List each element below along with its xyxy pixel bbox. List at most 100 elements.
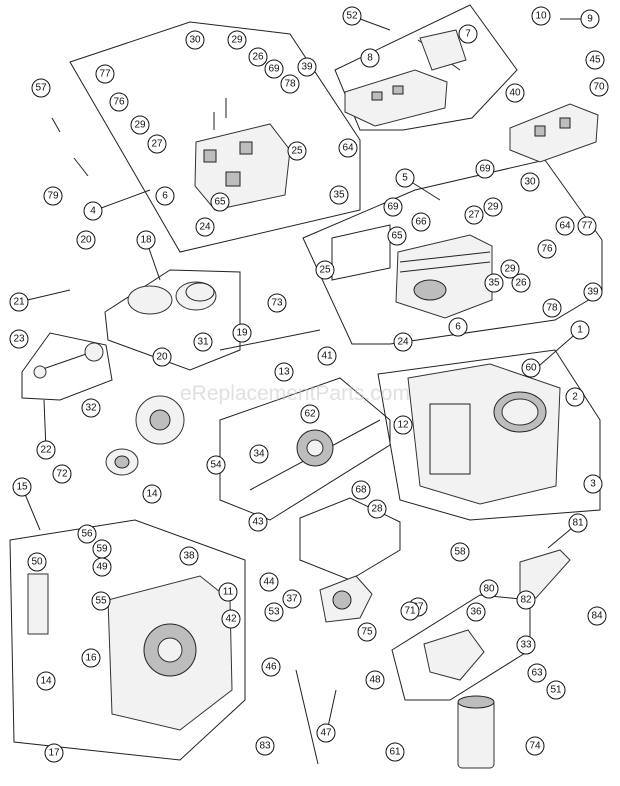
callout-circle [297,57,317,77]
callout-66: 66 [411,212,431,232]
callout-79: 79 [43,186,63,206]
callout-12: 12 [393,415,413,435]
callout-number: 77 [99,69,111,80]
callout-number: 22 [40,445,52,456]
callout-number: 6 [455,322,461,333]
callout-number: 9 [587,14,593,25]
callout-circle [580,9,600,29]
callout-6: 6 [155,186,175,206]
callout-number: 26 [515,278,527,289]
callout-19: 19 [232,323,252,343]
callout-27: 27 [147,134,167,154]
callout-number: 48 [369,675,381,686]
callout-number: 64 [559,221,571,232]
callout-number: 8 [367,53,373,64]
callout-16: 16 [81,648,101,668]
callout-circle [479,579,499,599]
callout-number: 36 [470,607,482,618]
callout-84: 84 [587,606,607,626]
callout-number: 73 [271,298,283,309]
callout-circle [9,329,29,349]
callout-circle [210,192,230,212]
callout-number: 19 [236,328,248,339]
piston [127,281,217,315]
callout-circle [357,622,377,642]
callout-number: 18 [140,235,152,246]
callout-number: 62 [304,409,316,420]
callout-circle [484,273,504,293]
callout-circle [255,736,275,756]
crankcase-section [377,349,601,521]
callout-18: 18 [136,230,156,250]
dipstick [295,669,337,765]
callout-circle [527,663,547,683]
callout-circle [555,216,575,236]
callout-number: 23 [13,334,25,345]
callout-layer: 1234566789101112131414151617181920202122… [9,6,609,763]
callout-circle [475,159,495,179]
callout-48: 48 [365,670,385,690]
callout-29: 29 [227,30,247,50]
callout-number: 17 [48,748,60,759]
callout-circle [274,362,294,382]
callout-29: 29 [130,115,150,135]
callout-circle [232,323,252,343]
callout-number: 6 [162,191,168,202]
callout-17: 17 [44,743,64,763]
callout-43: 43 [248,512,268,532]
callout-number: 7 [465,29,471,40]
callout-15: 15 [12,477,32,497]
callout-circle [91,591,111,611]
callout-76: 76 [109,92,129,112]
callout-circle [267,293,287,313]
cylinder-head-lower [331,224,493,319]
callout-number: 61 [389,747,401,758]
callout-number: 78 [284,79,296,90]
callout-38: 38 [179,546,199,566]
callout-number: 78 [546,303,558,314]
callout-number: 53 [268,607,280,618]
callout-number: 45 [589,55,601,66]
callout-number: 34 [253,449,265,460]
callout-53: 53 [264,602,284,622]
callout-37: 37 [282,589,302,609]
part-illustrations [27,29,599,769]
callout-number: 15 [16,482,28,493]
callout-35: 35 [329,185,349,205]
callout-circle [365,670,385,690]
callout-number: 25 [291,146,303,157]
callout-circle [383,197,403,217]
callout-number: 12 [397,420,409,431]
callout-circle [483,197,503,217]
callout-number: 35 [488,278,500,289]
callout-circle [12,477,32,497]
oil-filter [423,629,495,769]
callout-number: 63 [531,668,543,679]
callout-circle [400,601,420,621]
callout-circle [44,743,64,763]
callout-number: 43 [252,517,264,528]
callout-circle [221,609,241,629]
callout-69: 69 [264,59,284,79]
callout-circle [367,499,387,519]
callout-number: 71 [404,606,416,617]
callout-circle [393,415,413,435]
spark-plug [51,117,89,177]
callout-27: 27 [464,205,484,225]
callout-circle [92,539,112,559]
callout-number: 30 [524,177,536,188]
callout-number: 38 [183,551,195,562]
callout-circle [342,6,362,26]
callout-40: 40 [505,83,525,103]
callout-number: 74 [529,741,541,752]
crankshaft [249,419,381,491]
callout-circle [450,542,470,562]
callout-circle [589,77,609,97]
callout-34: 34 [249,444,269,464]
callout-42: 42 [221,609,241,629]
callout-number: 68 [355,485,367,496]
callout-circle [464,205,484,225]
callout-46: 46 [261,657,281,677]
callout-number: 24 [199,222,211,233]
callout-circle [249,444,269,464]
